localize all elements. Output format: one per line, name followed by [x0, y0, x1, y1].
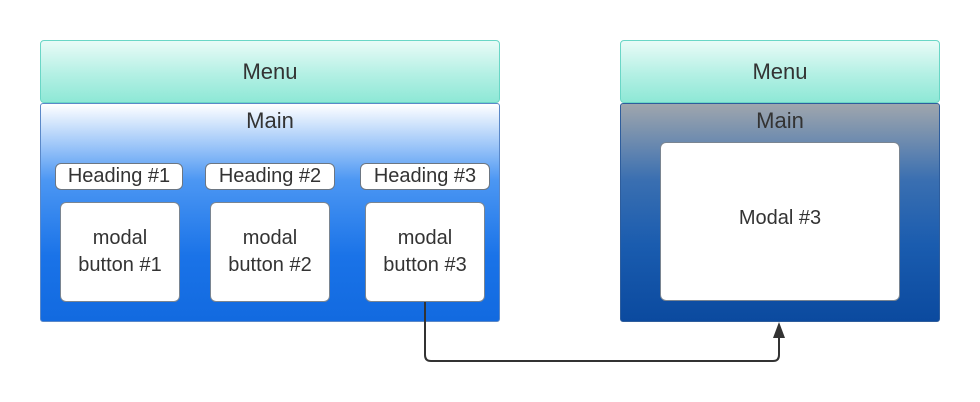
modal-button-3-line1: modal — [397, 227, 453, 249]
left-menu-bar: Menu — [40, 40, 500, 103]
right-menu-bar: Menu — [620, 40, 940, 103]
modal-button-1-line2: button #1 — [78, 254, 162, 276]
heading-1-label: Heading #1 — [67, 165, 171, 187]
connector-line — [424, 302, 780, 362]
modal-3: Modal #3 — [660, 142, 900, 301]
modal-button-3-line2: button #3 — [383, 254, 467, 276]
right-main-label: Main — [756, 108, 804, 133]
right-menu-label: Menu — [752, 58, 808, 84]
modal-button-2[interactable]: modal button #2 — [210, 202, 330, 302]
heading-2: Heading #2 — [205, 163, 335, 190]
modal-button-1-line1: modal — [92, 227, 148, 249]
heading-2-label: Heading #2 — [218, 165, 322, 187]
heading-3: Heading #3 — [360, 163, 490, 190]
modal-button-1[interactable]: modal button #1 — [60, 202, 180, 302]
modal-button-2-line1: modal — [242, 227, 298, 249]
left-menu-label: Menu — [242, 58, 298, 84]
left-main-label: Main — [246, 108, 294, 133]
arrowhead-icon — [773, 322, 785, 338]
modal-button-2-line2: button #2 — [228, 254, 312, 276]
modal-button-3[interactable]: modal button #3 — [365, 202, 485, 302]
heading-3-label: Heading #3 — [373, 165, 477, 187]
heading-1: Heading #1 — [55, 163, 183, 190]
modal-3-label: Modal #3 — [738, 207, 822, 229]
